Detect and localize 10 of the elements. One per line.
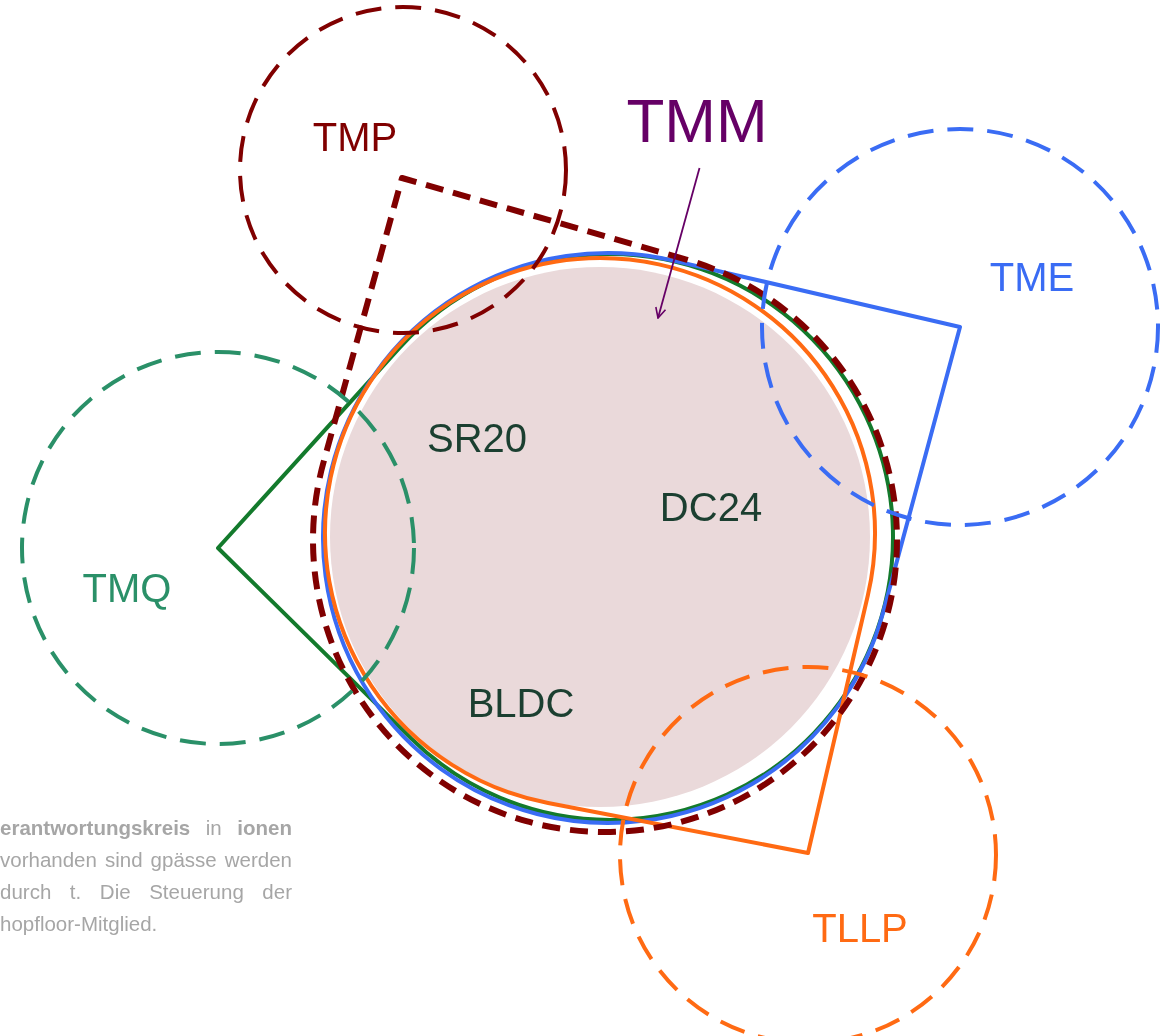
node-label: TLLP <box>812 908 908 948</box>
note-text: erantwortungskreis in ionen vorhanden sind gpässe werden durch t. Die Steuerung der hopfloor-Mitglied. <box>0 815 292 937</box>
node-label: SR20 <box>426 418 528 458</box>
node-label: BLDC <box>467 683 575 723</box>
node-label: TME <box>989 257 1075 297</box>
node-label: TMQ <box>82 568 172 608</box>
node-label: TMP <box>312 117 398 157</box>
node-label: DC24 <box>659 487 763 527</box>
arrow <box>655 167 701 319</box>
node-label: TMM <box>626 90 768 152</box>
